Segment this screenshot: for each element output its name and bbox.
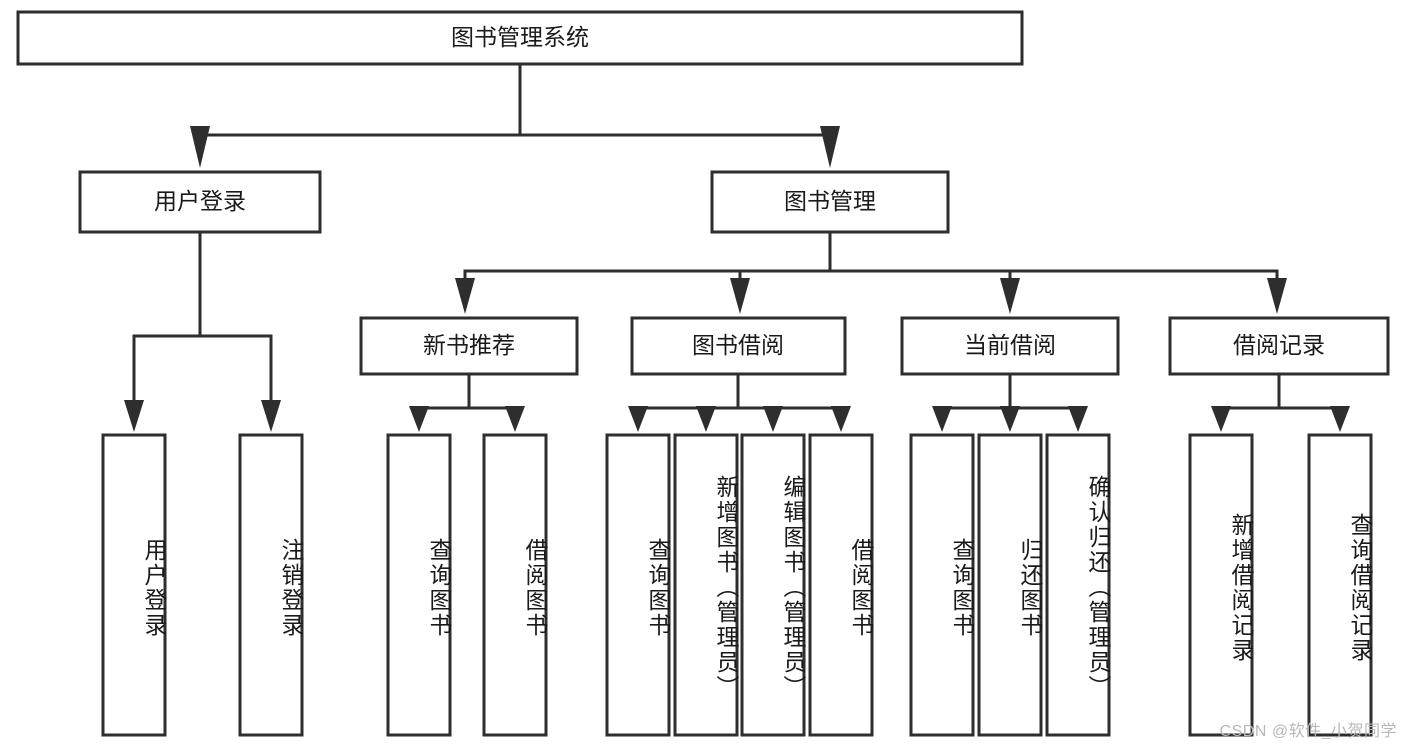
node-leaf-query-borrow-record-box[interactable] xyxy=(1307,433,1373,737)
arrow-to-leaf-logout xyxy=(261,400,281,432)
connector-group-book-manage xyxy=(455,230,1287,314)
node-leaf-return-book-box[interactable] xyxy=(977,433,1043,737)
arrow-to-leaf-borrow-book xyxy=(831,406,851,432)
arrow-to-current-borrow xyxy=(1000,278,1020,314)
node-new-book-rec-label: 新书推荐 xyxy=(423,332,515,358)
connector-group-new-book-rec xyxy=(409,372,525,432)
arrow-to-leaf-query-book-rec xyxy=(409,406,429,432)
node-current-borrow-label: 当前借阅 xyxy=(964,332,1056,358)
node-book-borrow-box[interactable] xyxy=(630,316,847,376)
node-leaf-borrow-book-rec-box[interactable] xyxy=(482,433,548,737)
arrow-to-leaf-query-book-borrow xyxy=(628,406,648,432)
arrow-to-leaf-query-book-current xyxy=(932,406,952,432)
arrow-to-leaf-add-book-admin xyxy=(696,406,716,432)
arrow-to-book-borrow xyxy=(730,278,750,314)
node-leaf-add-book-admin-box[interactable] xyxy=(673,433,739,737)
arrow-to-leaf-edit-book-admin xyxy=(763,406,783,432)
node-new-book-rec-box[interactable] xyxy=(359,316,579,376)
node-borrow-record[interactable]: 借阅记录 xyxy=(1168,316,1390,376)
node-current-borrow-box[interactable] xyxy=(900,316,1120,376)
node-root-label: 图书管理系统 xyxy=(451,24,589,50)
node-root-box[interactable] xyxy=(16,10,1024,66)
node-leaf-query-book-borrow-box[interactable] xyxy=(605,433,671,737)
arrow-to-borrow-record xyxy=(1267,278,1287,314)
arrow-to-leaf-query-borrow-record xyxy=(1330,406,1350,432)
node-book-manage-box[interactable] xyxy=(710,170,950,234)
arrow-to-book-manage xyxy=(820,126,840,168)
node-root[interactable]: 图书管理系统 xyxy=(16,10,1024,66)
arrow-to-leaf-borrow-book-rec xyxy=(505,406,525,432)
connector-group-user-login xyxy=(124,230,281,432)
node-book-borrow[interactable]: 图书借阅 xyxy=(630,316,847,376)
arrow-to-new-book-rec xyxy=(455,278,475,314)
arrow-to-leaf-add-borrow-record xyxy=(1211,406,1231,432)
node-leaf-user-login-box[interactable] xyxy=(101,433,167,737)
node-leaf-add-borrow-record-box[interactable] xyxy=(1188,433,1254,737)
node-leaf-query-book-rec-box[interactable] xyxy=(386,433,452,737)
node-leaf-logout-box[interactable] xyxy=(238,433,304,737)
arrow-to-leaf-confirm-return-admin xyxy=(1068,406,1088,432)
node-leaf-confirm-return-admin-box[interactable] xyxy=(1045,433,1111,737)
arrow-to-leaf-return-book xyxy=(1000,406,1020,432)
node-leaf-borrow-book-box[interactable] xyxy=(808,433,874,737)
node-user-login-label: 用户登录 xyxy=(154,188,246,214)
node-user-login-box[interactable] xyxy=(78,170,322,234)
node-user-login[interactable]: 用户登录 xyxy=(78,170,322,234)
node-current-borrow[interactable]: 当前借阅 xyxy=(900,316,1120,376)
connector-group-borrow-record xyxy=(1211,372,1350,432)
node-book-manage-label: 图书管理 xyxy=(784,188,876,214)
csdn-watermark: CSDN @软件_小贺同学 xyxy=(1219,723,1397,740)
connector-group-root xyxy=(190,62,840,168)
node-book-borrow-label: 图书借阅 xyxy=(692,332,784,358)
node-book-manage[interactable]: 图书管理 xyxy=(710,170,950,234)
connector-group-current-borrow xyxy=(932,372,1088,432)
node-borrow-record-label: 借阅记录 xyxy=(1233,332,1325,358)
arrow-to-user-login xyxy=(190,126,210,168)
node-leaf-edit-book-admin-box[interactable] xyxy=(740,433,806,737)
connector-group-book-borrow xyxy=(628,372,851,432)
node-new-book-rec[interactable]: 新书推荐 xyxy=(359,316,579,376)
arrow-to-leaf-user-login xyxy=(124,400,144,432)
node-leaf-query-book-current-box[interactable] xyxy=(909,433,975,737)
node-borrow-record-box[interactable] xyxy=(1168,316,1390,376)
